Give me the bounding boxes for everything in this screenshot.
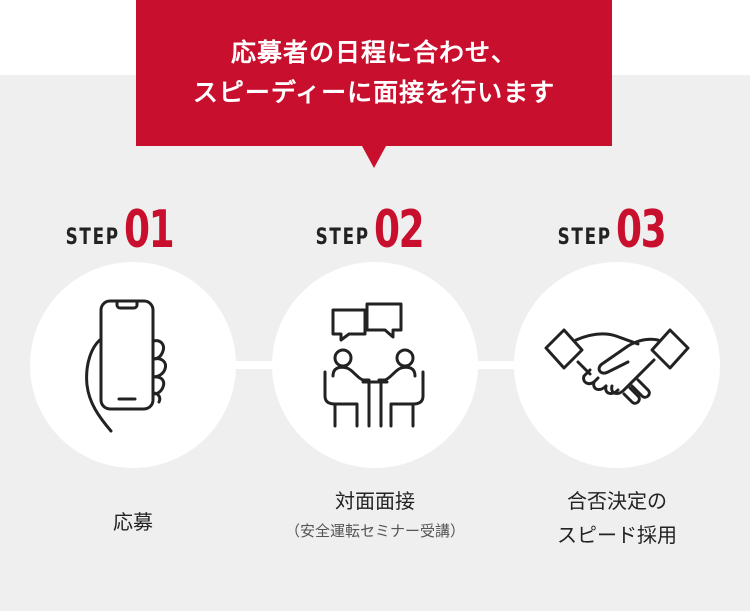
step-number: 01 [123, 200, 175, 260]
step-3-circle [514, 262, 720, 468]
banner-line-2: スピーディーに面接を行います [192, 78, 556, 107]
step-word: STEP [65, 225, 120, 250]
step-word: STEP [315, 225, 370, 250]
step-1-circle [30, 262, 236, 468]
step-number: 02 [373, 200, 425, 260]
step-number: 03 [615, 200, 667, 260]
step-3-label: STEP 03 [536, 196, 696, 256]
step-2-label: STEP 02 [294, 196, 454, 256]
banner-line-1: 応募者の日程に合わせ、 [230, 38, 517, 67]
interview-meeting-icon [323, 302, 425, 428]
headline-banner: 応募者の日程に合わせ、 スピーディーに面接を行います [136, 0, 612, 146]
step-2-circle [272, 262, 478, 468]
smartphone-in-hand-icon [85, 299, 167, 433]
connector-line [472, 361, 522, 369]
step-2-caption: 対面面接 （安全運転セミナー受講） [255, 484, 495, 544]
step-word: STEP [557, 225, 612, 250]
step-2-subtitle: （安全運転セミナー受講） [284, 522, 465, 540]
step-3-caption: 合否決定の スピード採用 [517, 484, 717, 552]
step-3-title-line-2: スピード採用 [557, 523, 677, 547]
banner-pointer [362, 146, 386, 168]
step-1-title: 応募 [113, 510, 153, 534]
handshake-icon [544, 328, 690, 405]
step-2-title: 対面面接 [335, 489, 415, 513]
step-3-title-line-1: 合否決定の [567, 489, 667, 513]
connector-line [230, 361, 280, 369]
step-1-label: STEP 01 [44, 196, 204, 256]
